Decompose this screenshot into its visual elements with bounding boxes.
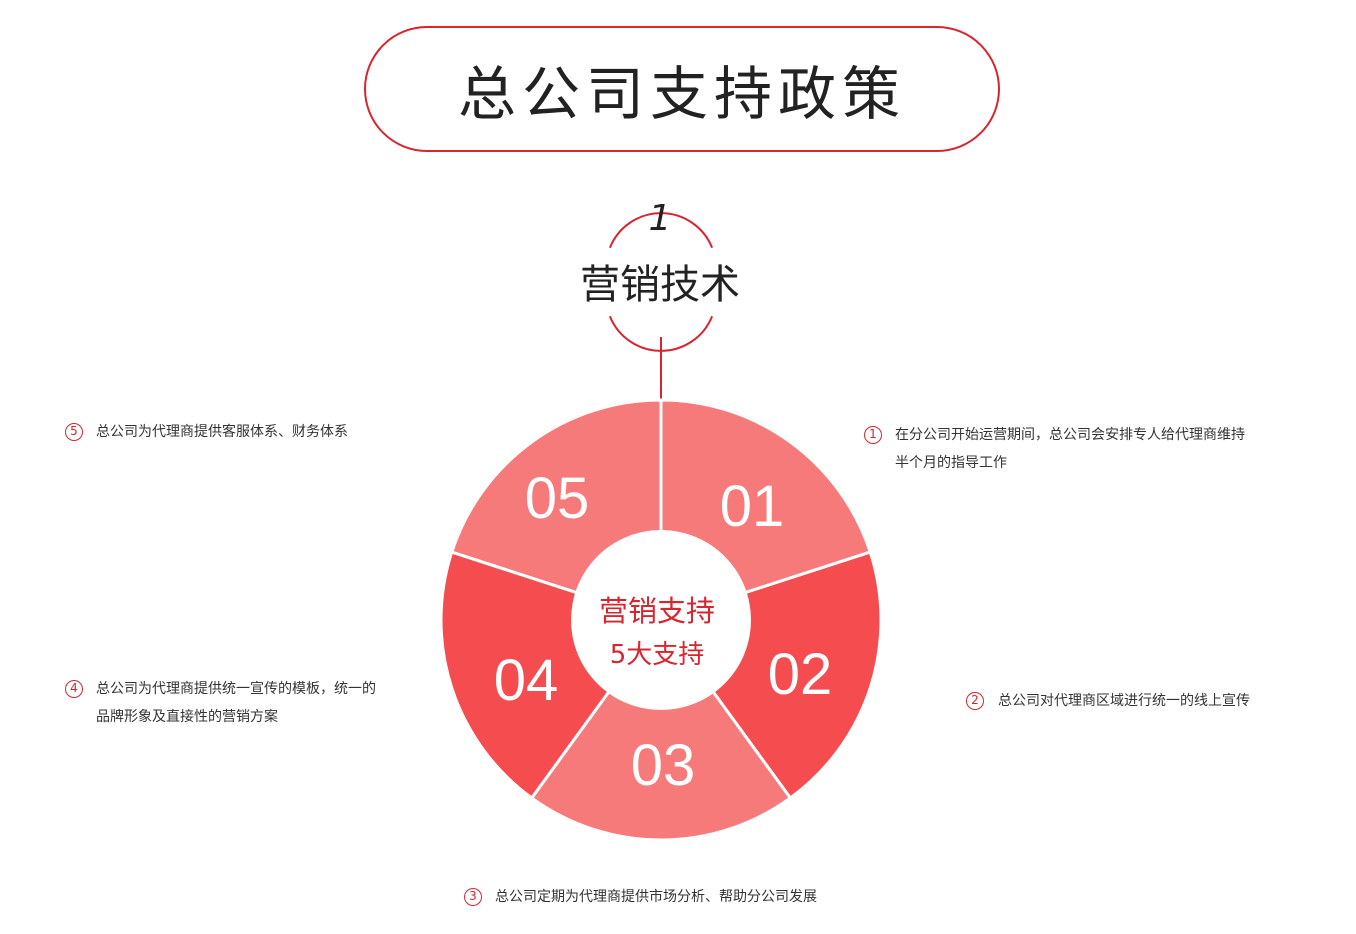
top-item-label: 营销技术 (580, 262, 740, 308)
top-item-number: 1 (648, 198, 672, 239)
note-3: 总公司定期为代理商提供市场分析、帮助分公司发展 (495, 883, 817, 911)
segment-label-05: 05 (524, 466, 590, 531)
segment-label-04: 04 (493, 648, 559, 713)
center-subtitle: 5大支持 (609, 640, 705, 670)
top-circle-arc-upper (608, 212, 714, 249)
wheel-segment-03 (529, 617, 793, 842)
note-3-line-1: 总公司定期为代理商提供市场分析、帮助分公司发展 (495, 889, 817, 905)
note-marker-1: 1 (864, 426, 882, 444)
note-marker-3: 3 (464, 888, 482, 906)
note-2-line-1: 总公司对代理商区域进行统一的线上宣传 (998, 693, 1250, 709)
note-marker-5: 5 (65, 423, 83, 441)
note-marker-2: 2 (966, 692, 984, 710)
note-2: 总公司对代理商区域进行统一的线上宣传 (998, 687, 1250, 715)
segment-label-01: 01 (719, 474, 785, 539)
note-1: 在分公司开始运营期间，总公司会安排专人给代理商维持 半个月的指导工作 (895, 421, 1245, 477)
title-banner: 总公司支持政策 (364, 26, 1000, 152)
note-marker-4: 4 (65, 680, 83, 698)
note-1-line-2: 半个月的指导工作 (895, 455, 1007, 471)
note-5-line-1: 总公司为代理商提供客服体系、财务体系 (96, 424, 348, 440)
page-title: 总公司支持政策 (457, 60, 906, 128)
note-1-line-1: 在分公司开始运营期间，总公司会安排专人给代理商维持 (895, 427, 1245, 443)
note-5: 总公司为代理商提供客服体系、财务体系 (96, 418, 348, 446)
note-4-line-1: 总公司为代理商提供统一宣传的模板，统一的 (96, 681, 376, 697)
segment-label-03: 03 (630, 733, 696, 798)
center-title: 营销支持 (598, 594, 715, 628)
note-4-line-2: 品牌形象及直接性的营销方案 (96, 709, 278, 725)
segment-label-02: 02 (767, 642, 833, 707)
note-4: 总公司为代理商提供统一宣传的模板，统一的 品牌形象及直接性的营销方案 (96, 675, 376, 731)
center-circle (571, 530, 751, 710)
